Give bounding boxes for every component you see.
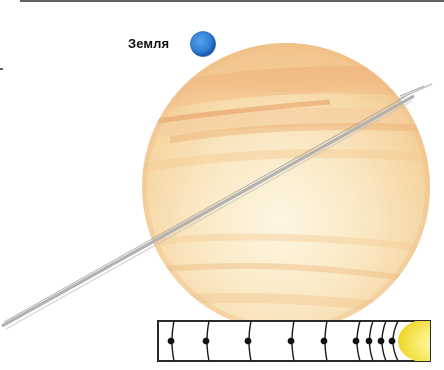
saturn-planet-icon bbox=[142, 43, 430, 331]
sun-icon bbox=[398, 321, 430, 361]
earth-label: Земля bbox=[128, 36, 170, 51]
earth-planet-icon bbox=[190, 31, 216, 57]
planet-dots bbox=[167, 337, 396, 345]
solar-system-inset bbox=[157, 320, 431, 362]
saturn-rings bbox=[1, 83, 433, 330]
